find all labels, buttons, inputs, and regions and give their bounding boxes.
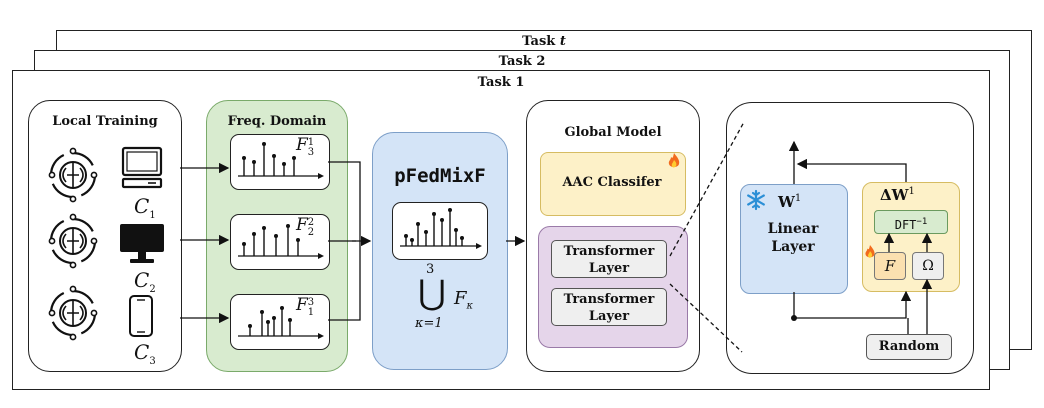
- union-lower-limit: κ=1: [415, 316, 443, 331]
- client-label-2: C2: [134, 268, 156, 295]
- union-operator: ⋃: [418, 273, 446, 313]
- mixed-spectrum-box: [392, 202, 488, 260]
- union-upper-limit: 3: [426, 262, 435, 277]
- task-2-title: Task 2: [498, 54, 546, 69]
- classifier-label: AAC Classifer: [562, 175, 662, 190]
- linear-weight-label: W1: [778, 193, 802, 211]
- freq-domain-title: Freq. Domain: [227, 114, 327, 129]
- phone-icon: [129, 295, 153, 337]
- mixed-spectrum-plot: [400, 208, 482, 249]
- union-set-label: Fκ: [454, 288, 474, 312]
- brain-cycle-icon: [48, 147, 98, 203]
- flame-icon: [668, 153, 680, 168]
- global-model-title: Global Model: [564, 125, 662, 140]
- mixer-title: pFedMixF: [394, 165, 486, 187]
- monitor-icon: [120, 224, 164, 263]
- random-box: Random: [866, 334, 952, 360]
- spectrum-plot-1: [238, 142, 324, 179]
- spectrum-box-2: [230, 214, 330, 270]
- spectrum-box-3: [230, 294, 330, 350]
- task-t-title: Task t: [522, 34, 566, 49]
- f-operator-box: F: [874, 252, 906, 280]
- linear-layer-label: Linear Layer: [767, 221, 819, 255]
- flame-icon: [865, 245, 875, 258]
- classifier-box: [540, 152, 686, 216]
- task-1-title: Task 1: [477, 75, 525, 90]
- delta-weight-label: ΔW1: [880, 186, 915, 204]
- local-training-title: Local Training: [52, 114, 158, 129]
- brain-cycle-icon: [48, 285, 98, 341]
- snowflake-icon: [747, 189, 765, 211]
- client-label-3: C3: [134, 340, 156, 367]
- transformer-layer-1: Transformer Layer: [551, 240, 667, 278]
- spectrum-plot-2: [238, 224, 324, 259]
- transformer-layer-2: Transformer Layer: [551, 288, 667, 326]
- brain-cycle-icon: [48, 213, 98, 269]
- dft-inverse-box: DFT−1: [874, 210, 948, 234]
- spectrum-box-1: [230, 134, 330, 190]
- client-label-1: C1: [134, 194, 156, 221]
- spectrum-plot-3: [238, 306, 324, 339]
- laptop-icon: [121, 146, 163, 189]
